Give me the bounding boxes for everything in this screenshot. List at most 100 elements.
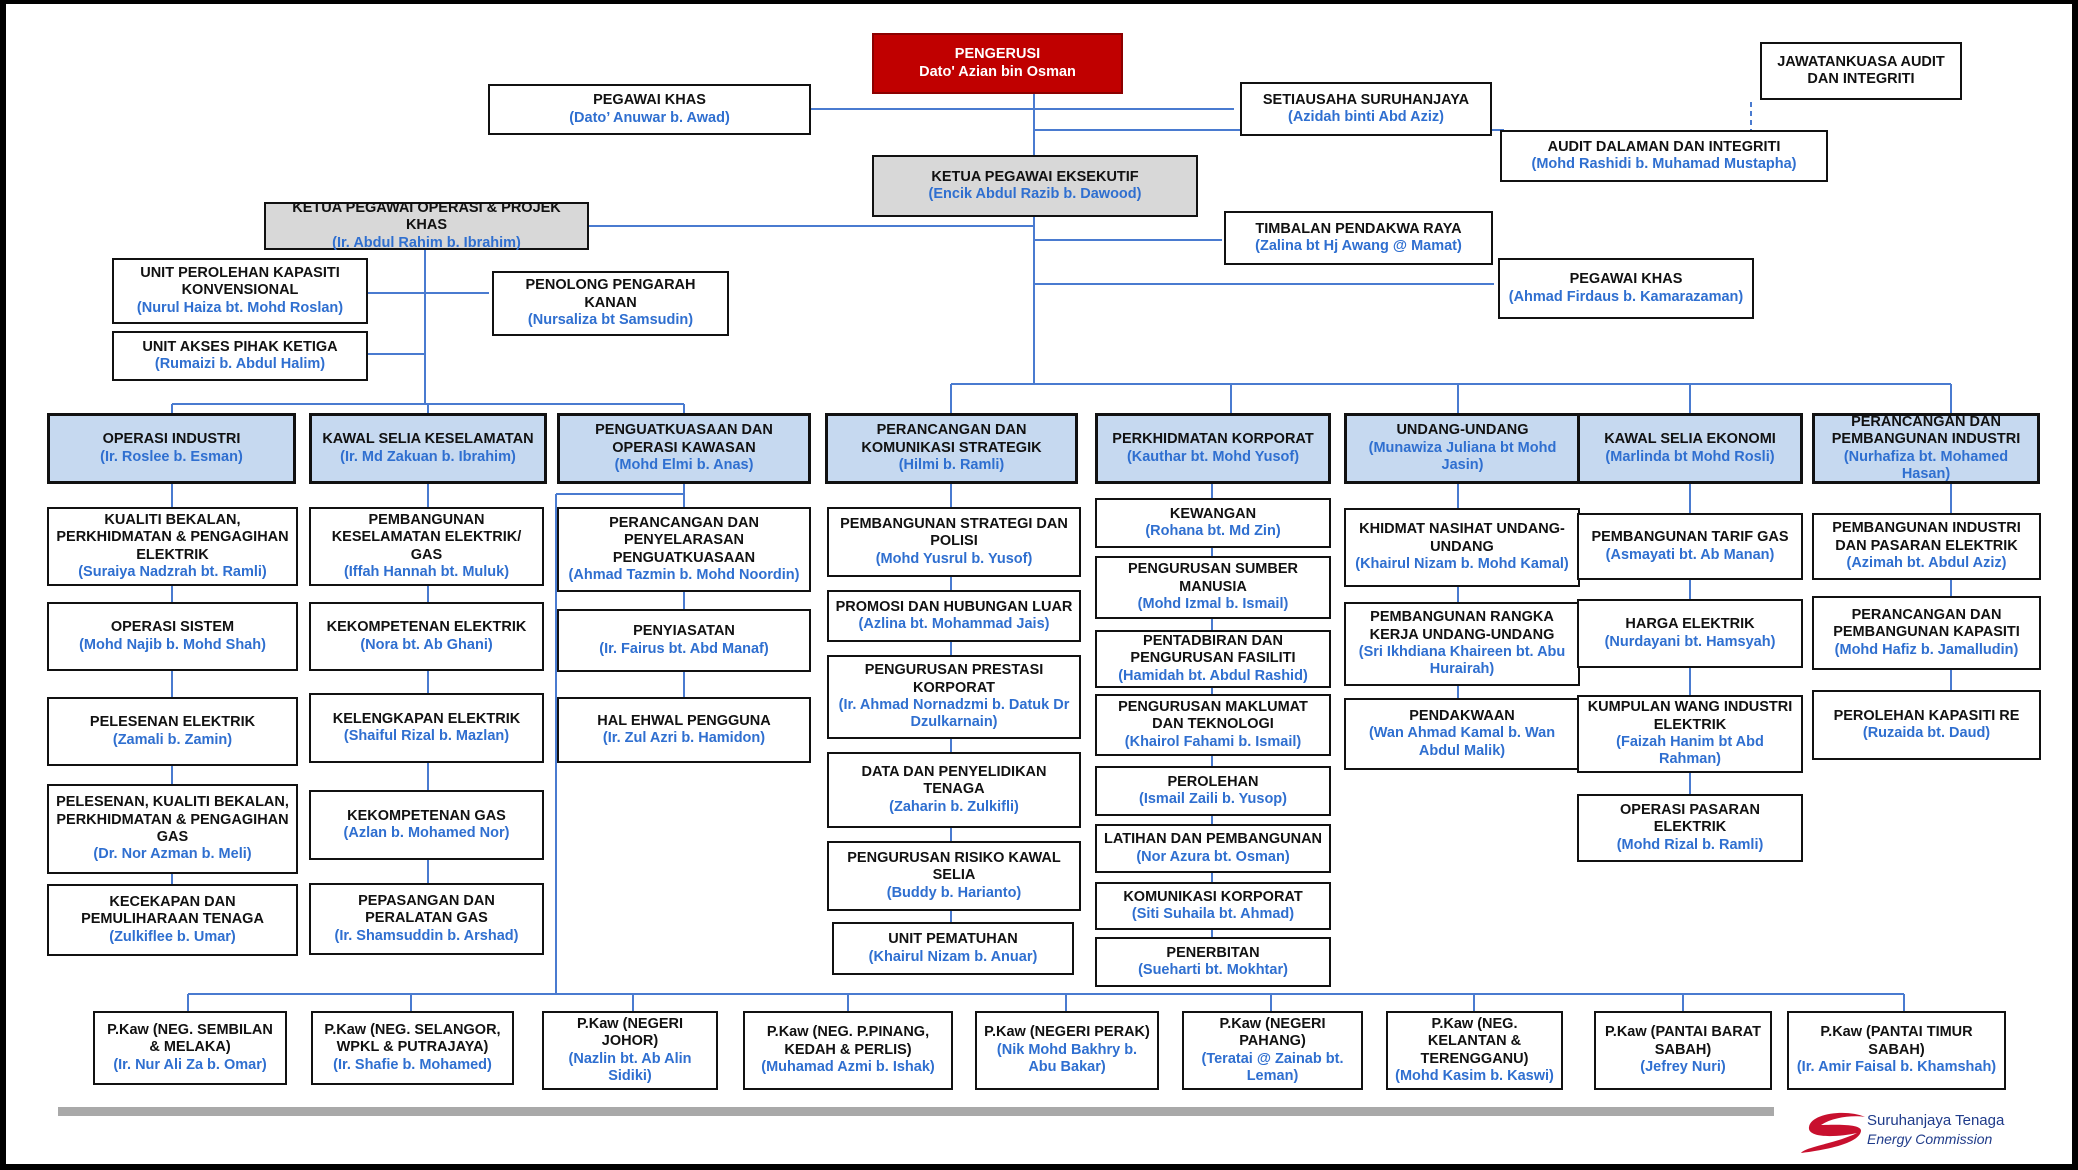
unit-box: PEROLEHAN (Ismail Zaili b. Yusop) xyxy=(1095,766,1331,816)
unit-box: PELESENAN ELEKTRIK (Zamali b. Zamin) xyxy=(47,697,298,766)
unit-title: PENGURUSAN MAKLUMAT DAN TEKNOLOGI xyxy=(1118,698,1308,733)
unit-title: KECEKAPAN DAN PEMULIHARAAN TENAGA xyxy=(81,893,264,928)
unit-name: (Azlina bt. Mohammad Jais) xyxy=(858,616,1050,632)
unit-title: KHIDMAT NASIHAT UNDANG-UNDANG xyxy=(1359,521,1565,555)
unit-title: LATIHAN DAN PEMBANGUNAN xyxy=(1103,831,1323,848)
office-name: (Ir. Shafie b. Mohamed) xyxy=(333,1056,492,1073)
office-title: P.Kaw (NEG. SELANGOR, WPKL & PUTRAJAYA) xyxy=(324,1021,501,1056)
box-name: (Zalina bt Hj Awang @ Mamat) xyxy=(1255,238,1462,254)
unit-name: (Khairul Nizam b. Anuar) xyxy=(868,948,1038,965)
unit-name: (Mohd Yusrul b. Yusof) xyxy=(875,550,1033,567)
unit-title: PEMBANGUNAN STRATEGI DAN POLISI xyxy=(840,515,1068,550)
dept-title: UNDANG-UNDANG xyxy=(1396,422,1529,439)
unit-box: KEWANGAN (Rohana bt. Md Zin) xyxy=(1095,498,1331,548)
box-name: (Rumaizi b. Abdul Halim) xyxy=(154,356,326,372)
unit-title: PERANCANGAN DAN PEMBANGUNAN KAPASITI xyxy=(1833,606,2020,641)
unit-name: (Shaiful Rizal b. Mazlan) xyxy=(343,728,510,744)
pegawai-khas-box: PEGAWAI KHAS (Dato’ Anuwar b. Awad) xyxy=(488,84,811,135)
audit-dalaman-box: AUDIT DALAMAN DAN INTEGRITI (Mohd Rashid… xyxy=(1500,130,1828,182)
pegawai-khas-2-box: PEGAWAI KHAS (Ahmad Firdaus b. Kamarazam… xyxy=(1498,258,1754,319)
unit-name: (Zulkiflee b. Umar) xyxy=(109,928,236,945)
unit-box: PENGURUSAN SUMBER MANUSIA (Mohd Izmal b.… xyxy=(1095,556,1331,619)
dept-title: KAWAL SELIA EKONOMI xyxy=(1604,431,1776,448)
unit-box: PERANCANGAN DAN PEMBANGUNAN KAPASITI (Mo… xyxy=(1812,596,2041,670)
swoosh-icon xyxy=(1801,1112,1865,1153)
unit-name: (Ismail Zaili b. Yusop) xyxy=(1139,791,1287,807)
dept-title: KAWAL SELIA KESELAMATAN xyxy=(322,431,534,448)
unit-name: (Ir. Ahmad Nornadzmi b. Datuk Dr Dzulkar… xyxy=(838,697,1070,731)
dept-name: (Mohd Elmi b. Anas) xyxy=(614,457,754,474)
box-name: (Nurul Haiza bt. Mohd Roslan) xyxy=(136,299,344,316)
box-title: PEGAWAI KHAS xyxy=(1569,271,1683,288)
unit-title: KELENGKAPAN ELEKTRIK xyxy=(332,710,521,727)
unit-title: PEMBANGUNAN TARIF GAS xyxy=(1591,529,1789,546)
regional-office-box: P.Kaw (PANTAI BARAT SABAH) (Jefrey Nuri) xyxy=(1594,1011,1772,1090)
unit-name: (Wan Ahmad Kamal b. Wan Abdul Malik) xyxy=(1368,725,1556,759)
office-title: P.Kaw (NEG. P.PINANG, KEDAH & PERLIS) xyxy=(766,1024,930,1058)
office-title: P.Kaw (NEGERI PAHANG) xyxy=(1219,1015,1326,1050)
regional-office-box: P.Kaw (NEGERI PAHANG) (Teratai @ Zainab … xyxy=(1182,1011,1363,1090)
dept-name: (Hilmi b. Ramli) xyxy=(898,457,1005,474)
unit-title: HAL EHWAL PENGGUNA xyxy=(597,712,771,729)
box-name: (Ir. Abdul Rahim b. Ibrahim) xyxy=(332,234,521,251)
unit-name: (Ahmad Tazmin b. Mohd Noordin) xyxy=(568,566,800,583)
dept-penguatkuasaan: PENGUATKUASAAN DAN OPERASI KAWASAN (Mohd… xyxy=(557,413,811,484)
box-name: (Nursaliza bt Samsudin) xyxy=(527,312,694,329)
box-title: PENOLONG PENGARAH KANAN xyxy=(525,277,696,311)
dept-undang-undang: UNDANG-UNDANG (Munawiza Juliana bt Mohd … xyxy=(1344,413,1581,484)
unit-box: PEMBANGUNAN STRATEGI DAN POLISI (Mohd Yu… xyxy=(827,507,1081,577)
unit-box: KECEKAPAN DAN PEMULIHARAAN TENAGA (Zulki… xyxy=(47,884,298,956)
unit-name: (Ir. Zul Azri b. Hamidon) xyxy=(602,730,766,746)
timbalan-pendakwa-box: TIMBALAN PENDAKWA RAYA (Zalina bt Hj Awa… xyxy=(1224,211,1493,265)
unit-box: PENGURUSAN MAKLUMAT DAN TEKNOLOGI (Khair… xyxy=(1095,694,1331,756)
dept-title: PERKHIDMATAN KORPORAT xyxy=(1112,431,1314,448)
box-title: UNIT AKSES PIHAK KETIGA xyxy=(142,338,338,355)
unit-title: PEMBANGUNAN RANGKA KERJA UNDANG-UNDANG xyxy=(1369,609,1555,643)
unit-name: (Khairol Fahami b. Ismail) xyxy=(1124,733,1302,750)
box-title: SETIAUSAHA SURUHANJAYA xyxy=(1262,91,1470,108)
office-title: P.Kaw (PANTAI TIMUR SABAH) xyxy=(1820,1024,1973,1058)
unit-box: HAL EHWAL PENGGUNA (Ir. Zul Azri b. Hami… xyxy=(557,697,811,763)
unit-title: PENYIASATAN xyxy=(633,623,735,640)
audit-committee-box: JAWATANKUASA AUDIT DAN INTEGRITI xyxy=(1760,42,1962,100)
footer-divider xyxy=(58,1107,1774,1116)
office-title: P.Kaw (NEGERI PERAK) xyxy=(984,1024,1150,1041)
dept-name: (Munawiza Juliana bt Mohd Jasin) xyxy=(1368,439,1557,474)
unit-box: KELENGKAPAN ELEKTRIK (Shaiful Rizal b. M… xyxy=(309,693,544,763)
unit-name: (Hamidah bt. Abdul Rashid) xyxy=(1118,667,1308,684)
logo-name-english: Energy Commission xyxy=(1867,1131,1993,1147)
unit-name: (Faizah Hanim bt Abd Rahman) xyxy=(1616,734,1764,768)
unit-box: UNIT PEMATUHAN (Khairul Nizam b. Anuar) xyxy=(832,922,1074,975)
box-title: KETUA PEGAWAI EKSEKUTIF xyxy=(931,168,1139,185)
unit-name: (Mohd Rizal b. Ramli) xyxy=(1616,836,1764,853)
unit-name: (Khairul Nizam b. Mohd Kamal) xyxy=(1355,556,1569,573)
unit-title: PENGURUSAN RISIKO KAWAL SELIA xyxy=(847,849,1061,884)
office-title: P.Kaw (NEGERI JOHOR) xyxy=(576,1015,684,1050)
office-name: (Jefrey Nuri) xyxy=(1640,1059,1726,1076)
regional-office-box: P.Kaw (NEG. KELANTAN & TERENGGANU) (Mohd… xyxy=(1386,1011,1563,1090)
unit-perolehan-box: UNIT PEROLEHAN KAPASITI KONVENSIONAL (Nu… xyxy=(112,258,368,324)
dept-title: PENGUATKUASAAN DAN OPERASI KAWASAN xyxy=(595,422,773,456)
unit-title: HARGA ELEKTRIK xyxy=(1625,616,1755,633)
unit-box: PENYIASATAN (Ir. Fairus bt. Abd Manaf) xyxy=(557,609,811,672)
unit-box: PROMOSI DAN HUBUNGAN LUAR (Azlina bt. Mo… xyxy=(827,590,1081,642)
ceo-box: KETUA PEGAWAI EKSEKUTIF (Encik Abdul Raz… xyxy=(872,155,1198,217)
unit-title: KOMUNIKASI KORPORAT xyxy=(1123,888,1303,905)
unit-box: PEMBANGUNAN TARIF GAS (Asmayati bt. Ab M… xyxy=(1577,513,1803,580)
logo-name-malay: Suruhanjaya Tenaga xyxy=(1867,1112,2005,1129)
unit-box: KHIDMAT NASIHAT UNDANG-UNDANG (Khairul N… xyxy=(1344,508,1580,587)
dept-title: OPERASI INDUSTRI xyxy=(102,431,241,448)
unit-box: PEPASANGAN DAN PERALATAN GAS (Ir. Shamsu… xyxy=(309,883,544,955)
unit-title: KEKOMPETENAN ELEKTRIK xyxy=(326,619,527,636)
office-title: P.Kaw (NEG. SEMBILAN & MELAKA) xyxy=(107,1021,273,1056)
dept-kawal-selia-ekonomi: KAWAL SELIA EKONOMI (Marlinda bt Mohd Ro… xyxy=(1577,413,1803,484)
unit-box: PEMBANGUNAN KESELAMATAN ELEKTRIK/ GAS (I… xyxy=(309,507,544,586)
unit-box: KEKOMPETENAN ELEKTRIK (Nora bt. Ab Ghani… xyxy=(309,602,544,671)
unit-name: (Mohd Najib b. Mohd Shah) xyxy=(79,636,266,653)
unit-box: KEKOMPETENAN GAS (Azlan b. Mohamed Nor) xyxy=(309,790,544,860)
regional-office-box: P.Kaw (NEGERI JOHOR) (Nazlin bt. Ab Alin… xyxy=(542,1011,718,1090)
unit-name: (Suraiya Nadzrah bt. Ramli) xyxy=(78,563,267,580)
box-title: KETUA PEGAWAI OPERASI & PROJEK KHAS xyxy=(292,199,561,234)
dept-name: (Nurhafiza bt. Mohamed Hasan) xyxy=(1843,448,2009,482)
unit-title: PEMBANGUNAN INDUSTRI DAN PASARAN ELEKTRI… xyxy=(1832,520,2021,554)
